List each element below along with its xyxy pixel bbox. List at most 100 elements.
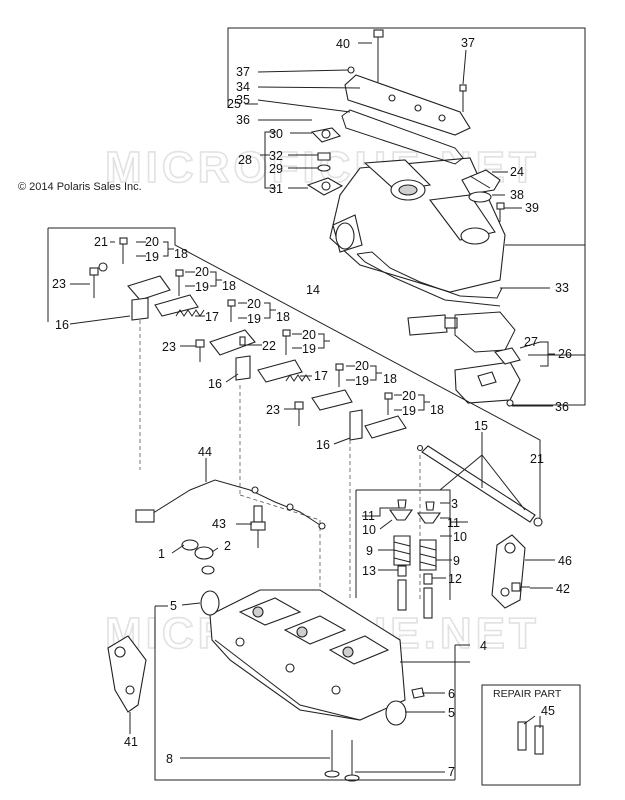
repair-part-label: REPAIR PART xyxy=(493,688,562,700)
bolt-40 xyxy=(373,29,384,82)
callout-39: 39 xyxy=(525,201,539,215)
rocker-arm-5 xyxy=(311,389,353,411)
callout-10-right: 10 xyxy=(453,530,467,544)
breather-cover xyxy=(310,127,342,143)
lifting-bracket-left xyxy=(107,635,147,713)
head-group-bracket xyxy=(154,606,455,781)
callout-5-upper: 5 xyxy=(170,599,177,613)
callout-19-e: 19 xyxy=(355,374,369,388)
callout-16-a: 16 xyxy=(55,318,69,332)
oil-cap-o-ring xyxy=(468,191,492,203)
pin-22 xyxy=(239,336,246,346)
callout-23-c: 23 xyxy=(266,403,280,417)
seal-2b xyxy=(201,565,215,575)
callout-18-e: 18 xyxy=(430,403,444,417)
sealant-tube xyxy=(407,314,458,336)
callout-42: 42 xyxy=(556,582,570,596)
callout-35: 35 xyxy=(236,93,250,107)
rocker-spring-2 xyxy=(285,374,311,382)
valve-group-bracket xyxy=(356,489,451,600)
shaft-plug xyxy=(416,444,424,452)
callout-37-left: 37 xyxy=(236,65,250,79)
bolt-39 xyxy=(496,202,505,222)
cup-plug-upper xyxy=(200,590,220,616)
callout-18-a: 18 xyxy=(174,247,188,261)
callout-7: 7 xyxy=(448,765,455,779)
callout-14: 14 xyxy=(306,283,320,297)
callout-21-right: 21 xyxy=(530,452,544,466)
glow-plug xyxy=(250,505,266,548)
rocker-arm-6 xyxy=(349,409,407,441)
rocker-arm-4 xyxy=(235,355,303,383)
valve-keepers-3 xyxy=(397,499,435,511)
callout-19-b: 19 xyxy=(195,280,209,294)
circlip-21 xyxy=(98,262,108,272)
breather-spring xyxy=(317,152,331,161)
callout-5-lower: 5 xyxy=(448,706,455,720)
exhaust-valve xyxy=(324,730,340,778)
rocker-spring-1 xyxy=(175,309,205,317)
cover-top-plate xyxy=(344,74,471,136)
callout-25: 25 xyxy=(227,97,241,111)
callout-23-b: 23 xyxy=(162,340,176,354)
cup-plug-lower xyxy=(385,700,407,726)
bracket-bolt-42 xyxy=(511,582,530,592)
rocker-bolt-2 xyxy=(195,339,205,362)
breather-washer xyxy=(317,164,331,172)
glow-plug-harness xyxy=(135,479,326,530)
callout-9-right: 9 xyxy=(453,554,460,568)
callout-43: 43 xyxy=(212,517,226,531)
callout-18-b: 18 xyxy=(222,279,236,293)
callout-17-b: 17 xyxy=(314,369,328,383)
callout-13: 13 xyxy=(362,564,376,578)
rocker-bolt-1 xyxy=(89,267,99,298)
valve-guides xyxy=(397,579,433,619)
callout-16-c: 16 xyxy=(316,438,330,452)
callout-20-c: 20 xyxy=(247,297,261,311)
callout-11-left: 11 xyxy=(362,509,375,523)
callout-20-f: 20 xyxy=(402,389,416,403)
callout-30: 30 xyxy=(269,127,283,141)
cylinder-head xyxy=(209,589,406,721)
cover-group-bracket xyxy=(227,27,586,406)
callout-20-e: 20 xyxy=(355,359,369,373)
callout-19-d: 19 xyxy=(302,342,316,356)
callout-22: 22 xyxy=(262,339,276,353)
callout-45: 45 xyxy=(541,704,555,718)
rocker-shaft xyxy=(421,445,536,523)
callout-34: 34 xyxy=(236,80,250,94)
leader-lines xyxy=(69,42,555,773)
valve-retainer-10 xyxy=(388,509,442,524)
bolt-36-lower xyxy=(506,399,514,407)
callout-16-b: 16 xyxy=(208,377,222,391)
breather-plate xyxy=(306,177,344,196)
rocker-bolt-3 xyxy=(294,401,304,426)
callout-37-right: 37 xyxy=(461,36,475,50)
valve-spring-9 xyxy=(393,535,437,571)
callout-17-a: 17 xyxy=(205,310,219,324)
bolt-37-left xyxy=(347,66,355,74)
callout-40: 40 xyxy=(336,37,350,51)
callout-33: 33 xyxy=(555,281,569,295)
callout-12: 12 xyxy=(448,572,462,586)
copyright-notice: © 2014 Polaris Sales Inc. xyxy=(18,181,142,193)
callout-36-lower: 36 xyxy=(555,400,569,414)
callout-20-a: 20 xyxy=(145,235,159,249)
callout-23-a: 23 xyxy=(52,277,66,291)
callout-27: 27 xyxy=(524,335,538,349)
callout-19-a: 19 xyxy=(145,250,159,264)
callout-31: 31 xyxy=(269,182,283,196)
callout-3: 3 xyxy=(451,497,458,511)
callout-38: 38 xyxy=(510,188,524,202)
callout-20-b: 20 xyxy=(195,265,209,279)
lower-cover-gasket xyxy=(454,311,516,353)
callout-10-left: 10 xyxy=(362,523,376,537)
callout-41: 41 xyxy=(124,735,138,749)
callout-labels: 40 37 37 34 35 25 36 30 32 28 29 31 24 3… xyxy=(52,36,572,779)
callout-9-left: 9 xyxy=(366,544,373,558)
callout-32: 32 xyxy=(269,149,283,163)
callout-24: 24 xyxy=(510,165,524,179)
rocker-arm-3 xyxy=(209,329,256,356)
bolt-37-right xyxy=(459,84,467,112)
